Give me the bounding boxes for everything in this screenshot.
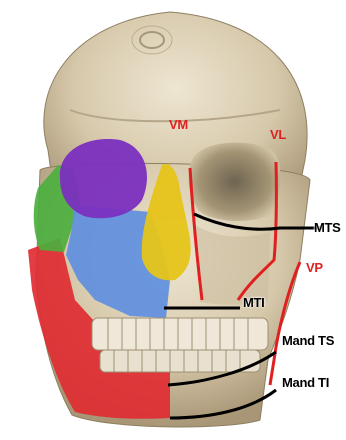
upper-teeth (92, 318, 268, 350)
label-vl: VL (270, 128, 286, 142)
label-vm: VM (169, 118, 188, 132)
label-mts: MTS (314, 221, 341, 235)
label-vp: VP (306, 261, 323, 275)
label-mand-ts: Mand TS (282, 334, 334, 348)
frontal-region (60, 139, 147, 218)
label-mand-ti: Mand TI (282, 376, 329, 390)
lower-teeth (100, 350, 260, 372)
label-mti: MTI (243, 296, 264, 310)
right-orbit (189, 143, 281, 221)
